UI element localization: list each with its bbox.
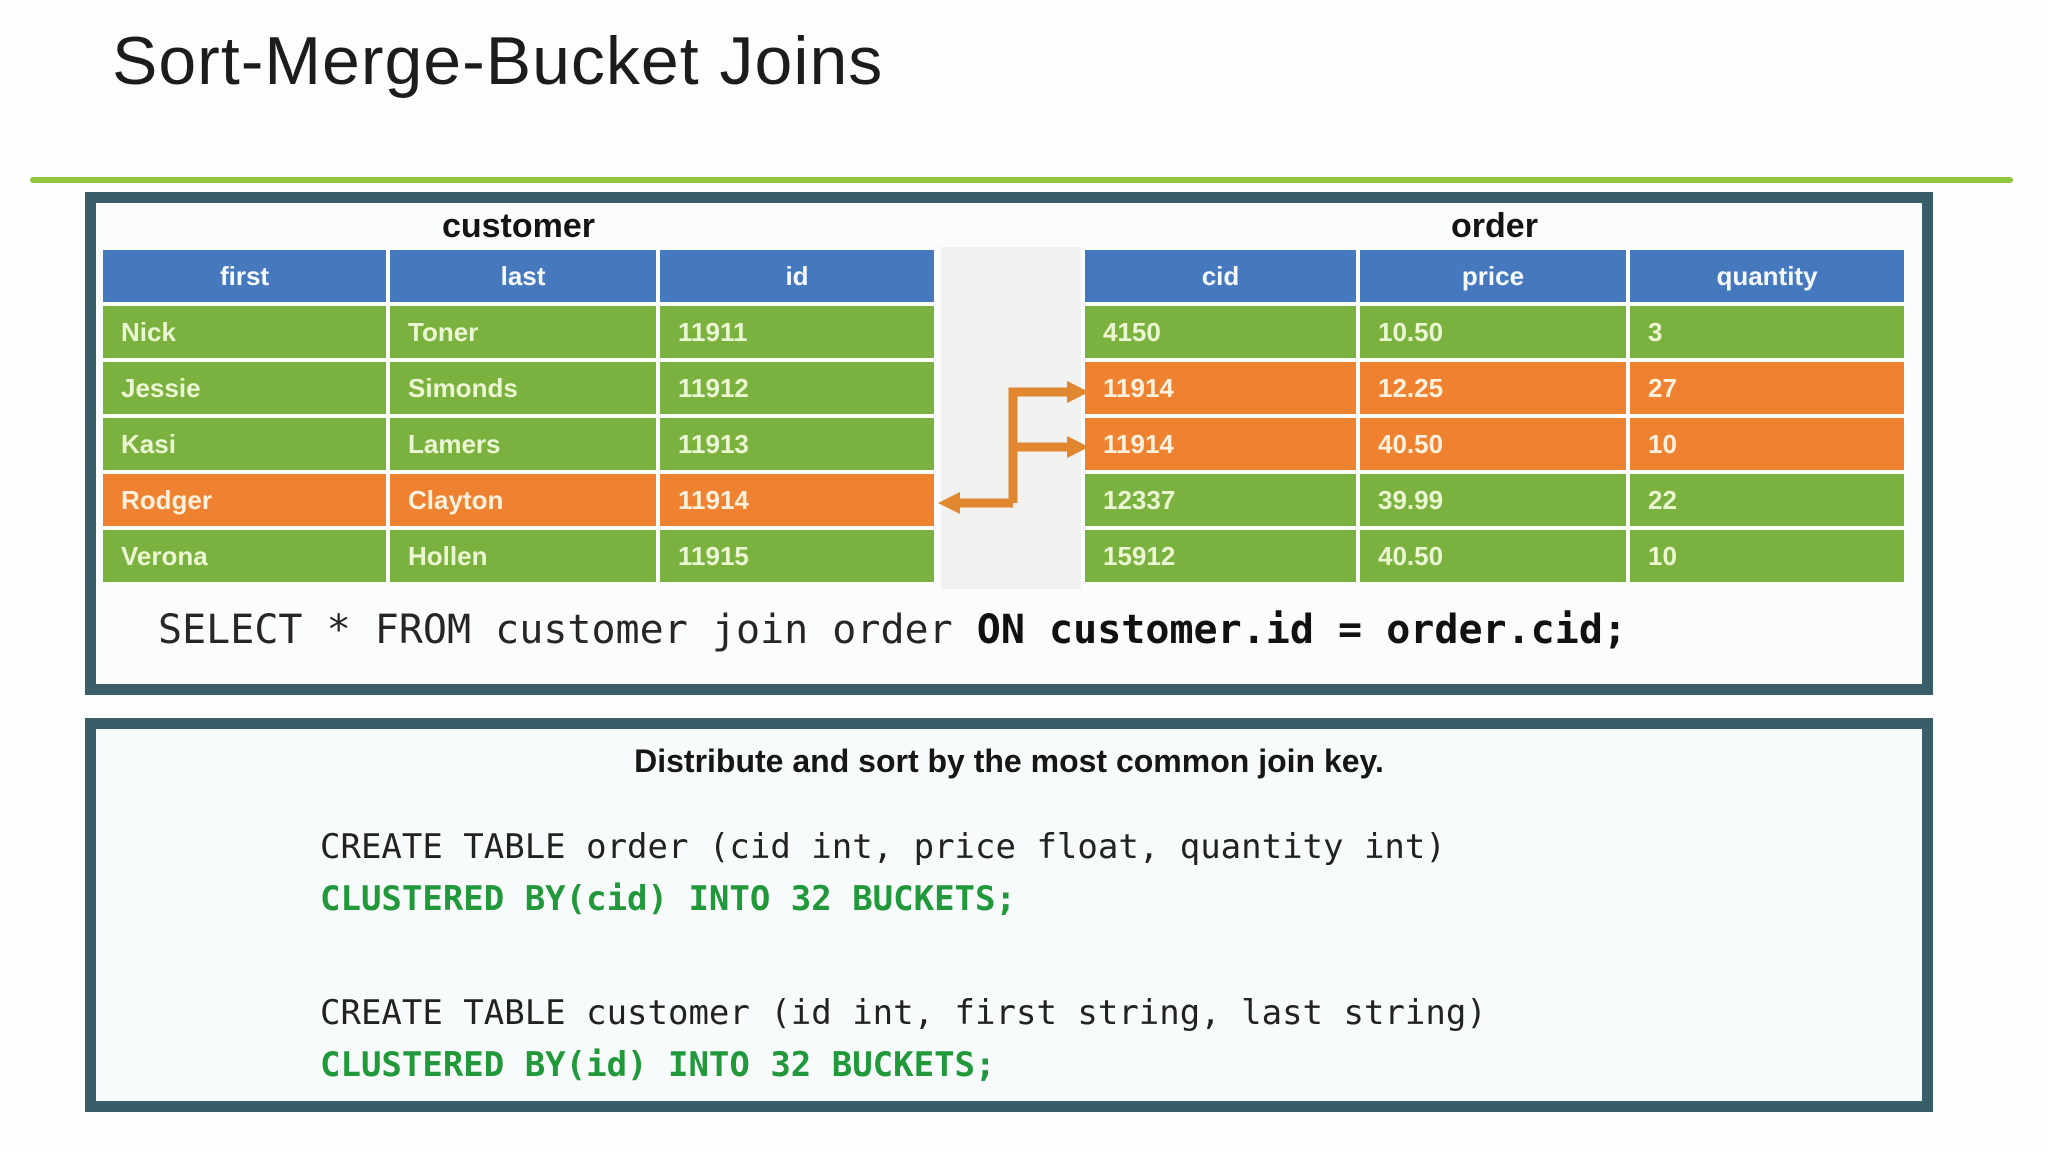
table-row: Nick Toner 11911 bbox=[103, 306, 934, 358]
select-statement: SELECT * FROM customer join order ON cus… bbox=[158, 607, 1627, 653]
cell-quantity: 27 bbox=[1630, 362, 1904, 414]
customer-table: first last id Nick Toner 11911 Jessie Si… bbox=[103, 250, 934, 586]
join-example-panel: customer order first last id Nick Toner … bbox=[85, 192, 1933, 695]
create-table-order-line: CREATE TABLE order (cid int, price float… bbox=[320, 827, 1446, 867]
bucket-ddl-panel: Distribute and sort by the most common j… bbox=[85, 718, 1933, 1112]
table-row: 15912 40.50 10 bbox=[1085, 530, 1904, 582]
create-customer-statement: CREATE TABLE customer (id int, first str… bbox=[320, 987, 1487, 1091]
cell-id: 11915 bbox=[660, 530, 934, 582]
order-table-title: order bbox=[1451, 207, 1538, 245]
cell-last: Toner bbox=[390, 306, 656, 358]
cell-cid: 15912 bbox=[1085, 530, 1356, 582]
customer-header-last: last bbox=[390, 250, 656, 302]
clustered-by-cid-line: CLUSTERED BY(cid) INTO 32 BUCKETS; bbox=[320, 879, 1016, 919]
cell-id: 11912 bbox=[660, 362, 934, 414]
cell-last: Lamers bbox=[390, 418, 656, 470]
cell-last: Simonds bbox=[390, 362, 656, 414]
order-table: cid price quantity 4150 10.50 3 11914 12… bbox=[1085, 250, 1904, 586]
cell-first: Kasi bbox=[103, 418, 386, 470]
ddl-heading: Distribute and sort by the most common j… bbox=[634, 743, 1384, 779]
cell-price: 12.25 bbox=[1360, 362, 1626, 414]
slide-title: Sort-Merge-Bucket Joins bbox=[112, 23, 884, 99]
cell-first: Rodger bbox=[103, 474, 386, 526]
cell-price: 10.50 bbox=[1360, 306, 1626, 358]
cell-quantity: 10 bbox=[1630, 418, 1904, 470]
cell-price: 40.50 bbox=[1360, 530, 1626, 582]
create-table-customer-line: CREATE TABLE customer (id int, first str… bbox=[320, 993, 1487, 1033]
order-header-cid: cid bbox=[1085, 250, 1356, 302]
cell-first: Jessie bbox=[103, 362, 386, 414]
order-header-quantity: quantity bbox=[1630, 250, 1904, 302]
cell-cid: 11914 bbox=[1085, 418, 1356, 470]
customer-table-title: customer bbox=[441, 207, 596, 245]
cell-id: 11911 bbox=[660, 306, 934, 358]
cell-first: Verona bbox=[103, 530, 386, 582]
cell-quantity: 3 bbox=[1630, 306, 1904, 358]
cell-last: Hollen bbox=[390, 530, 656, 582]
cell-id: 11913 bbox=[660, 418, 934, 470]
table-row-highlighted: 11914 12.25 27 bbox=[1085, 362, 1904, 414]
table-row: Verona Hollen 11915 bbox=[103, 530, 934, 582]
cell-cid: 12337 bbox=[1085, 474, 1356, 526]
table-row: 12337 39.99 22 bbox=[1085, 474, 1904, 526]
table-row-highlighted: 11914 40.50 10 bbox=[1085, 418, 1904, 470]
table-row: Jessie Simonds 11912 bbox=[103, 362, 934, 414]
order-header-price: price bbox=[1360, 250, 1626, 302]
customer-header-id: id bbox=[660, 250, 934, 302]
table-row-highlighted: Rodger Clayton 11914 bbox=[103, 474, 934, 526]
customer-header-first: first bbox=[103, 250, 386, 302]
cell-id: 11914 bbox=[660, 474, 934, 526]
select-statement-normal: SELECT * FROM customer join order bbox=[158, 607, 977, 653]
cell-price: 40.50 bbox=[1360, 418, 1626, 470]
select-statement-on-clause: ON customer.id = order.cid; bbox=[976, 607, 1628, 653]
cell-quantity: 22 bbox=[1630, 474, 1904, 526]
cell-first: Nick bbox=[103, 306, 386, 358]
cell-last: Clayton bbox=[390, 474, 656, 526]
create-order-statement: CREATE TABLE order (cid int, price float… bbox=[320, 821, 1446, 925]
order-header-row: cid price quantity bbox=[1085, 250, 1904, 302]
customer-header-row: first last id bbox=[103, 250, 934, 302]
table-row: 4150 10.50 3 bbox=[1085, 306, 1904, 358]
cell-cid: 11914 bbox=[1085, 362, 1356, 414]
clustered-by-id-line: CLUSTERED BY(id) INTO 32 BUCKETS; bbox=[320, 1045, 996, 1085]
cell-price: 39.99 bbox=[1360, 474, 1626, 526]
cell-cid: 4150 bbox=[1085, 306, 1356, 358]
table-row: Kasi Lamers 11913 bbox=[103, 418, 934, 470]
title-underline bbox=[30, 177, 2013, 183]
table-gap-strip bbox=[941, 247, 1081, 589]
cell-quantity: 10 bbox=[1630, 530, 1904, 582]
